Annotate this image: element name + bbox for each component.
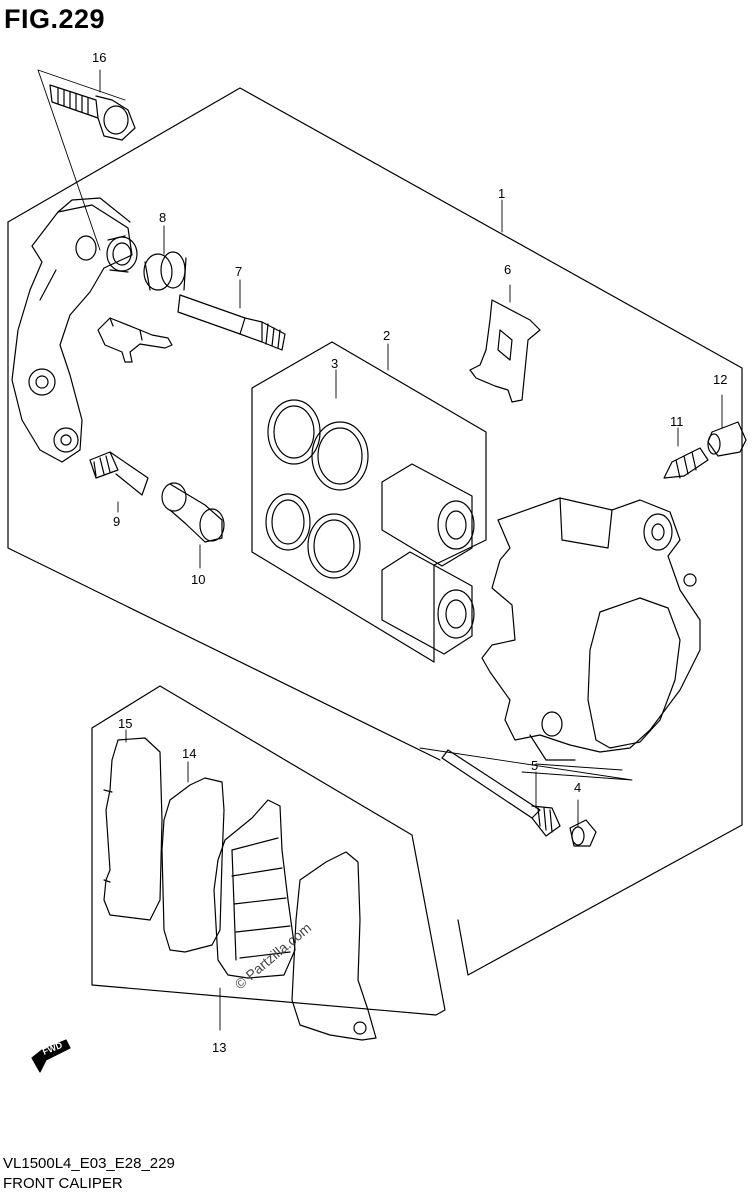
leader-lines: [37, 69, 723, 1031]
callout-13: 13: [212, 1040, 226, 1055]
fwd-arrow-icon: FWD: [31, 1039, 71, 1073]
callout-1: 1: [498, 186, 505, 201]
callout-6: 6: [504, 262, 511, 277]
callout-14: 14: [182, 746, 196, 761]
callout-9: 9: [113, 514, 120, 529]
callout-15: 15: [118, 716, 132, 731]
pad-rear: [291, 851, 377, 1041]
assembly-boundary-left: [7, 221, 441, 761]
bolt-16: [49, 84, 136, 141]
bracket-bushing: [106, 235, 138, 273]
caliper-body: [481, 497, 701, 761]
callout-7: 7: [235, 264, 242, 279]
boot-8: [143, 251, 187, 291]
diagram-name: FRONT CALIPER: [3, 1175, 123, 1192]
callout-4: 4: [574, 780, 581, 795]
pad-front: [213, 799, 296, 979]
pin-7: [177, 294, 286, 351]
pin-9: [89, 451, 149, 496]
callout-2: 2: [383, 328, 390, 343]
pad-set-box: [91, 685, 446, 1016]
cap-12: [707, 421, 747, 457]
bleeder-11: [663, 447, 709, 479]
figure-title: FIG.229: [4, 4, 106, 34]
seals-3: [265, 399, 369, 579]
watermark-text: © Partzilla.com: [232, 919, 315, 992]
shim-14: [161, 777, 225, 953]
callout-10: 10: [191, 572, 205, 587]
plug-4: [569, 819, 597, 847]
callout-8: 8: [159, 210, 166, 225]
pin-5: [441, 749, 561, 837]
callout-16: 16: [92, 50, 106, 65]
seal-kit-box: [251, 341, 487, 663]
boot-10: [161, 482, 225, 543]
callout-11: 11: [670, 414, 684, 429]
pad-spring-6: [469, 299, 541, 403]
spring-clip: [97, 317, 173, 363]
callout-3: 3: [331, 356, 338, 371]
caliper-bracket: [11, 197, 133, 463]
diagram-code: VL1500L4_E03_E28_229: [3, 1155, 175, 1172]
shim-15: [103, 737, 163, 921]
pistons: [381, 463, 475, 655]
callout-12: 12: [713, 372, 727, 387]
assembly-boundary: [7, 87, 743, 976]
callout-5: 5: [531, 758, 538, 773]
callout-labels: 16 1 8 7 6 2 3 12 11 9 10 5 4 15 14 13: [92, 50, 727, 1055]
